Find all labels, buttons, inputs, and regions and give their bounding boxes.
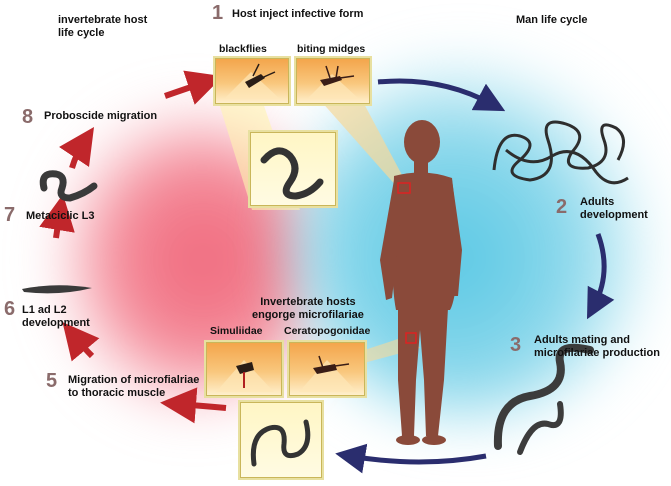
larva-worm-icon xyxy=(260,147,324,200)
l1-larva-worm xyxy=(22,285,92,294)
blackfly-icon xyxy=(225,63,279,98)
step-7-label: Metaciclic L3 xyxy=(26,210,95,222)
blackflies-caption: blackflies xyxy=(219,43,267,55)
step-2-label: Adults development xyxy=(580,196,648,221)
microfilaria-worm-icon xyxy=(250,419,311,467)
step-number-1: 1 xyxy=(212,2,224,24)
step-number-3: 3 xyxy=(510,334,522,356)
microfilariae-worm xyxy=(493,343,594,450)
arrow-3-to-back xyxy=(335,443,487,474)
human-figure xyxy=(380,120,462,445)
arrow-1-to-2 xyxy=(377,78,506,112)
step-number-5: 5 xyxy=(46,370,58,392)
man-cycle-title: Man life cycle xyxy=(516,14,588,26)
ceratopogonidae-caption: Ceratopogonidae xyxy=(284,325,371,337)
simuliidae-caption: Simuliidae xyxy=(210,325,263,337)
step-6-label: L1 ad L2 development xyxy=(22,304,90,329)
step-1-label: Host inject infective form xyxy=(232,8,364,20)
biting-midges-caption: biting midges xyxy=(297,43,366,55)
ceratopogonidae-panel xyxy=(287,340,367,398)
bite-site-marker xyxy=(405,332,417,344)
step-number-2: 2 xyxy=(556,196,568,218)
connector-beam xyxy=(320,100,410,190)
step-8-label: Proboscide migration xyxy=(44,110,158,122)
invertebrate-cycle-title: invertebrate host life cycle xyxy=(58,14,148,39)
step-number-8: 8 xyxy=(22,106,34,128)
step-3-label: Adults mating and microfilariae producti… xyxy=(534,334,660,359)
arrow-7-to-8 xyxy=(59,127,94,169)
arrow-6-to-7 xyxy=(39,194,75,239)
simuliidae-panel xyxy=(204,340,284,398)
step-number-7: 7 xyxy=(4,204,16,226)
adult-worms xyxy=(492,120,625,182)
simuliidae-icon xyxy=(216,360,274,392)
arrow-to-5 xyxy=(160,387,227,424)
infective-larva-panel xyxy=(248,130,338,208)
arrow-5-to-6 xyxy=(62,322,100,362)
arrow-2-to-3 xyxy=(586,233,615,320)
microfilariae-panel xyxy=(238,400,324,480)
blackfly-panel xyxy=(213,56,291,106)
step-number-6: 6 xyxy=(4,298,16,320)
biting-midge-panel xyxy=(294,56,372,106)
bite-site-marker xyxy=(397,182,411,194)
step-5-label: Migration of microfialriae to thoracic m… xyxy=(68,374,200,399)
l3-larva-worm xyxy=(39,170,98,202)
midge-icon xyxy=(308,65,358,98)
invertebrate-hosts-label: Invertebrate hosts engorge microfilariae xyxy=(252,296,364,321)
arrow-8-to-1 xyxy=(164,70,224,105)
ceratopogonidae-icon xyxy=(299,355,357,392)
